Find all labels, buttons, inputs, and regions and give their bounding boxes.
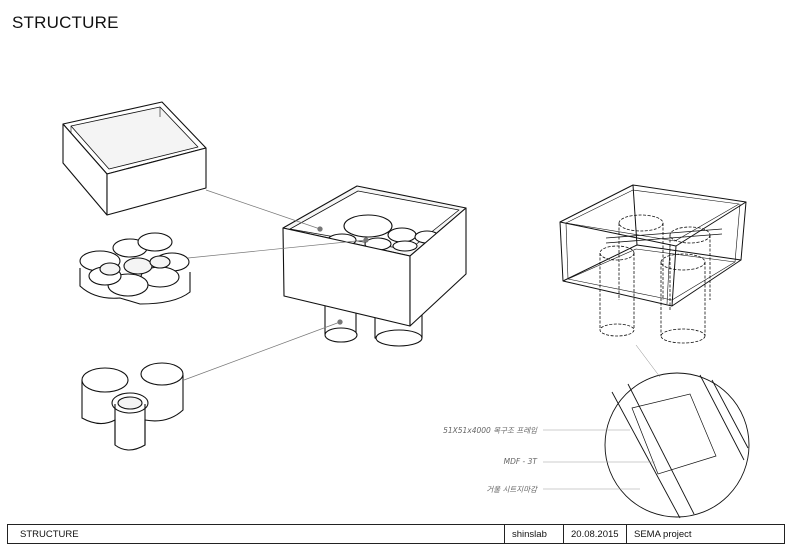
title-block: STRUCTURE shinslab 20.08.2015 SEMA proje… xyxy=(7,524,785,544)
frame-structure xyxy=(559,184,747,344)
exploded-legs xyxy=(81,362,184,451)
leader-lines xyxy=(183,189,369,381)
title-block-project: SEMA project xyxy=(626,525,784,543)
assembled-unit xyxy=(282,185,467,347)
finish-annotation: 거울 시트지마감 xyxy=(486,485,537,494)
exploded-box xyxy=(62,101,207,216)
sheet-title: STRUCTURE xyxy=(12,13,119,32)
title-block-name: STRUCTURE xyxy=(20,528,79,540)
panel-annotation: MDF - 3T xyxy=(503,457,537,466)
title-block-author: shinslab xyxy=(504,525,563,543)
frame-annotation: 51X51x4000 목구조 프레임 xyxy=(443,426,537,435)
exploded-tube-cluster xyxy=(79,232,191,305)
detail-callout xyxy=(543,344,750,519)
title-block-date: 20.08.2015 xyxy=(563,525,626,543)
